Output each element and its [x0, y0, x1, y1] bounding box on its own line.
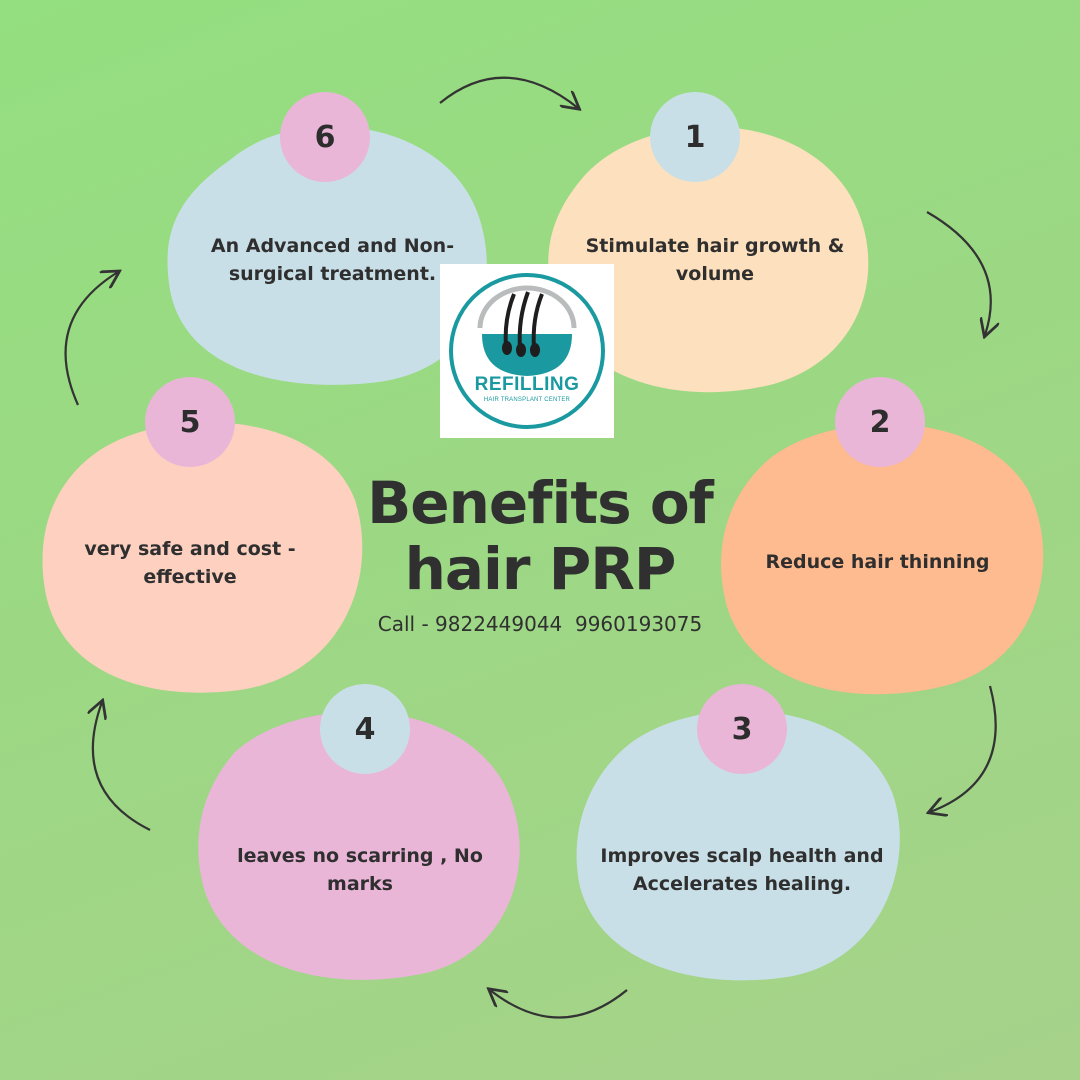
logo-name: REFILLING — [474, 374, 580, 395]
step-6-text: An Advanced and Non-surgical treatment. — [210, 235, 455, 285]
step-5-text: very safe and cost - effective — [84, 538, 296, 588]
arrow-4-to-5 — [93, 702, 151, 831]
step-1-text: Stimulate hair growth & volume — [585, 235, 845, 285]
step-3-badge: 3 — [697, 684, 787, 774]
step-4-text: leaves no scarring , No marks — [237, 845, 483, 895]
step-1-blob — [548, 126, 869, 393]
step-2-badge: 2 — [835, 377, 925, 467]
step-3-blob — [576, 710, 900, 981]
logo-tagline: HAIR TRANSPLANT CENTER — [483, 397, 571, 403]
step-2-blob — [721, 423, 1044, 695]
refilling-logo-mark — [449, 273, 605, 429]
step-5-badge: 5 — [145, 377, 235, 467]
arrow-3-to-4 — [490, 990, 628, 1019]
step-5-blob — [42, 422, 363, 693]
arrow-5-to-6 — [64, 272, 118, 406]
step-4-badge: 4 — [320, 684, 410, 774]
logo: REFILLING HAIR TRANSPLANT CENTER — [440, 264, 614, 438]
step-2-text: Reduce hair thinning — [765, 551, 990, 573]
step-6-badge: 6 — [280, 92, 370, 182]
step-3-text: Improves scalp health and Accelerates he… — [600, 845, 884, 895]
contact-numbers: Call - 9822449044 9960193075 — [377, 612, 703, 636]
arrow-1-to-2 — [926, 211, 991, 335]
arrow-2-to-3 — [930, 685, 997, 812]
step-1-badge: 1 — [650, 92, 740, 182]
step-4-blob — [198, 711, 520, 980]
title-line-2: hair PRP — [404, 535, 677, 603]
page-title: Benefits of hair PRP — [340, 470, 740, 602]
arrow-6-to-1 — [439, 76, 578, 108]
step-6-blob — [167, 126, 487, 385]
title-line-1: Benefits of — [367, 469, 714, 537]
